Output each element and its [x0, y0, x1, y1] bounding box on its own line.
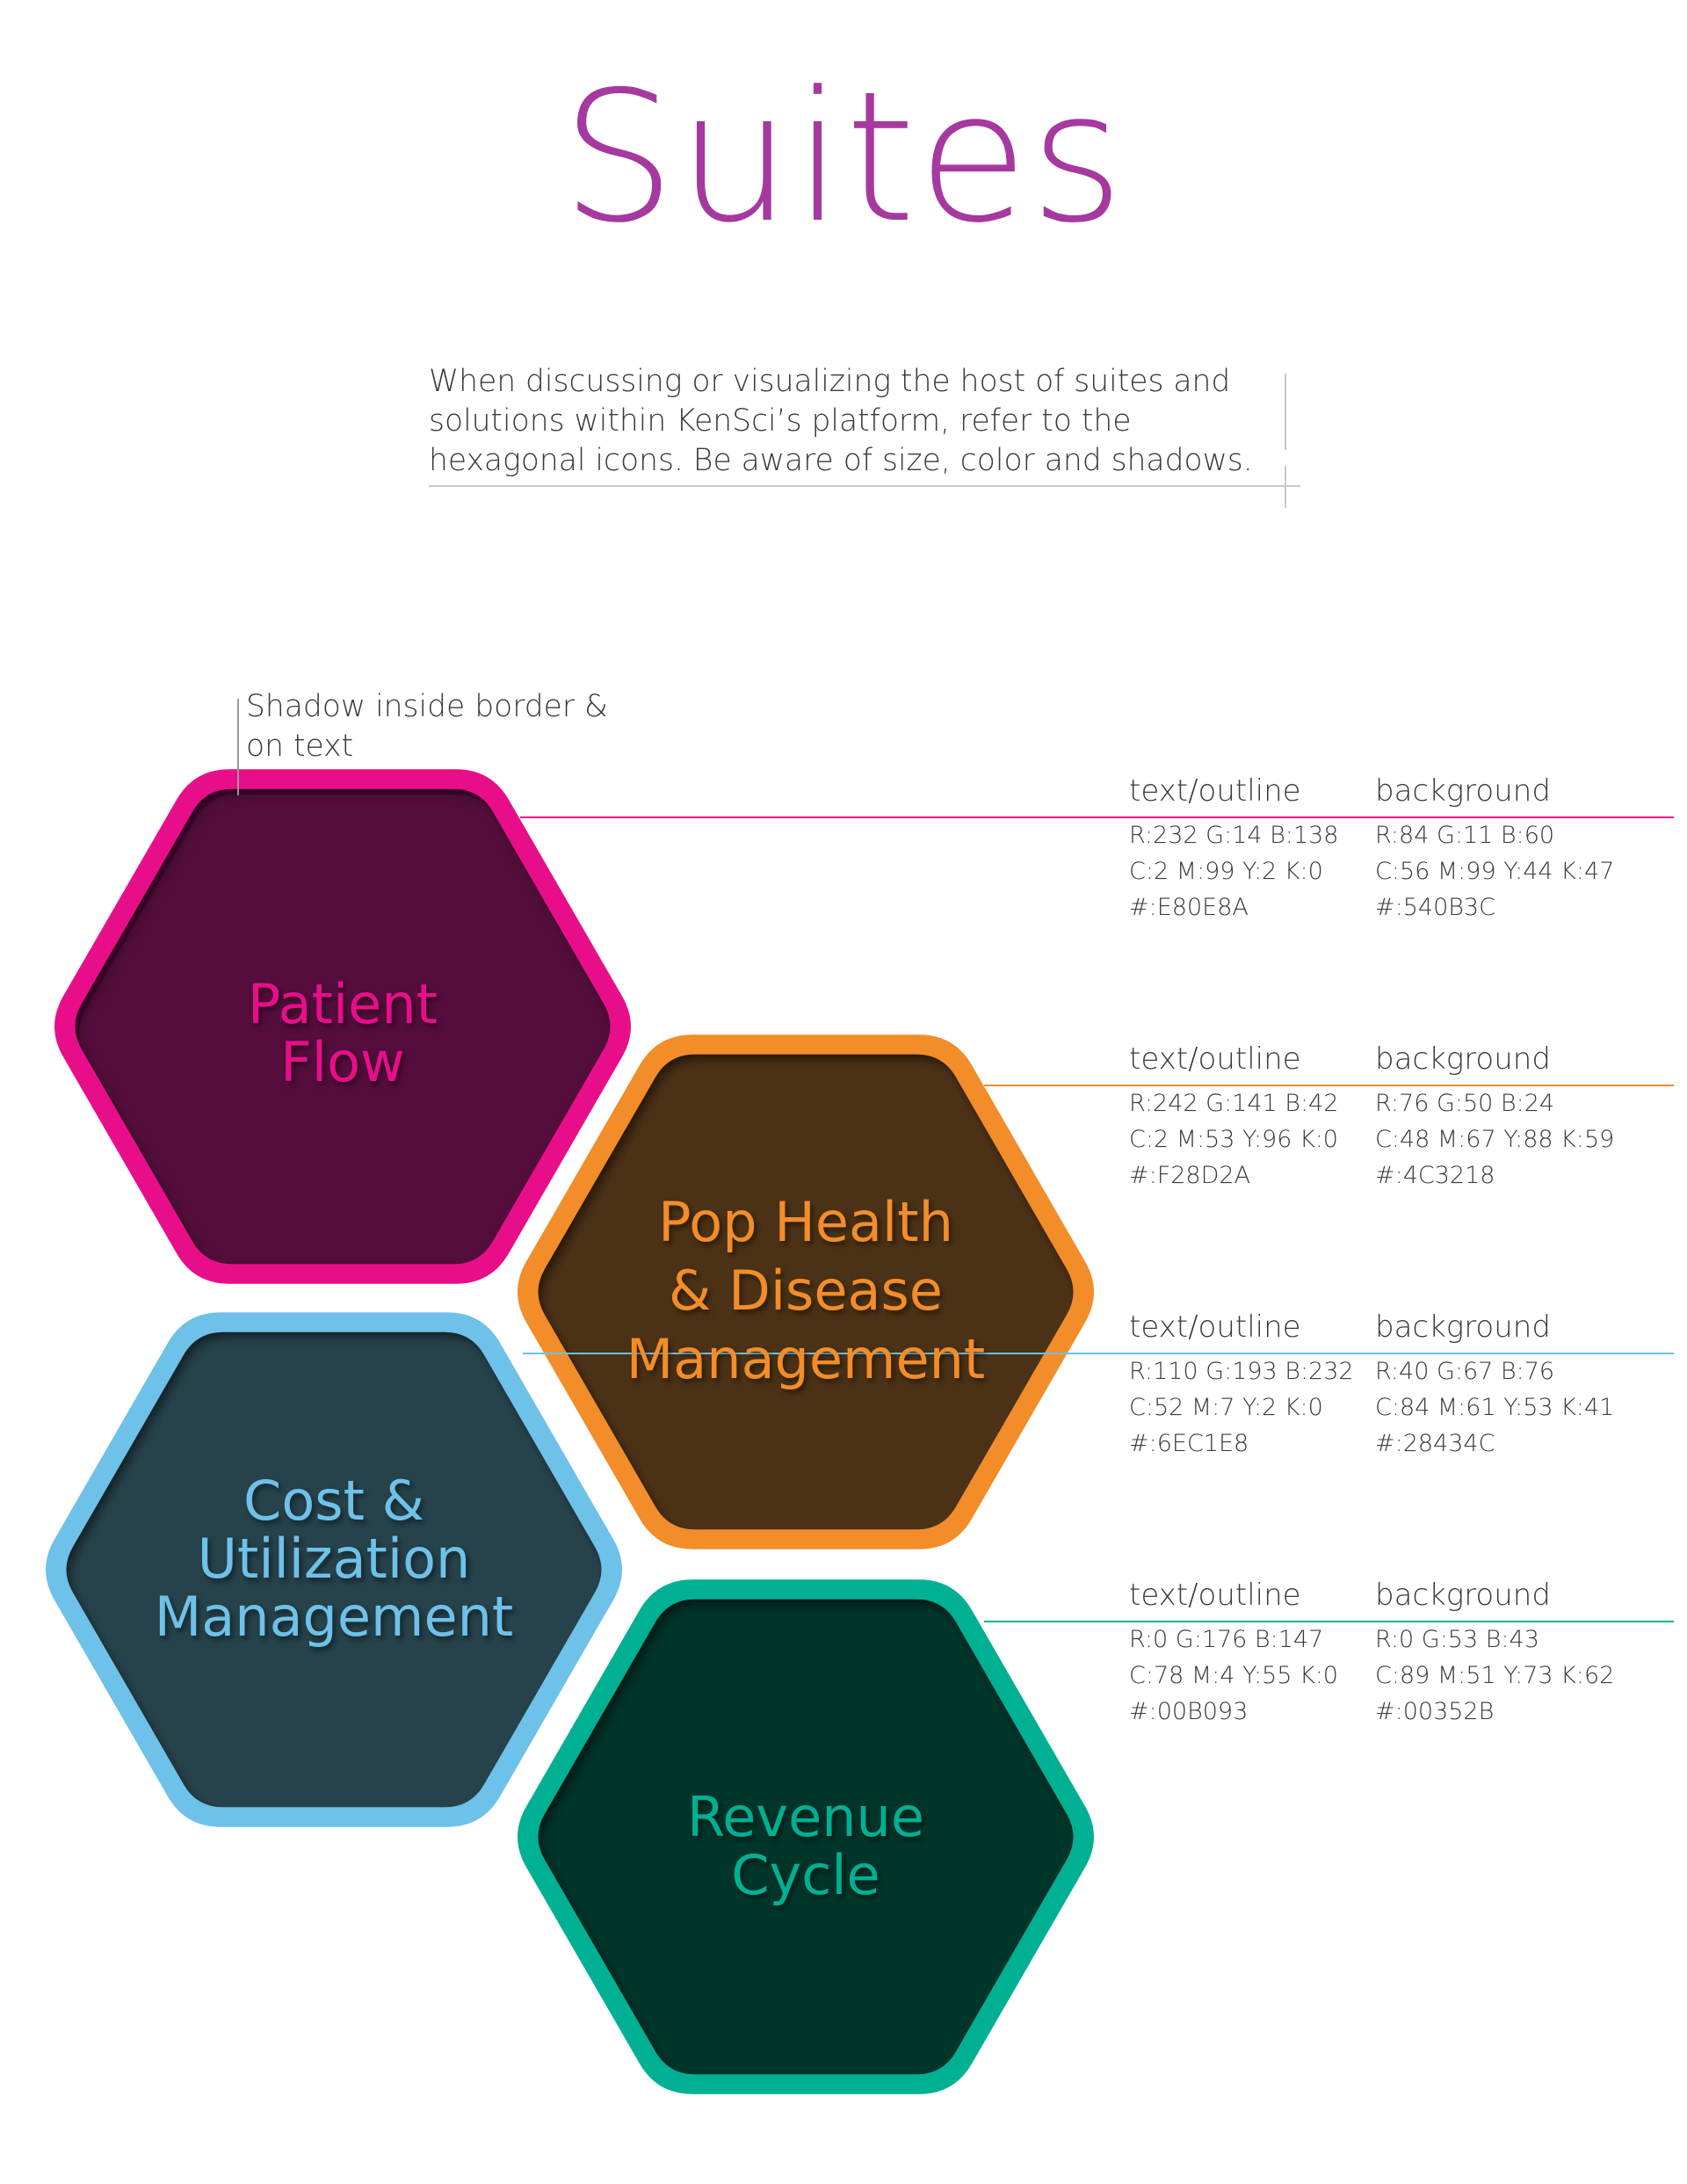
- color-value: C:52 M:7 Y:2 K:0: [1129, 1394, 1323, 1421]
- color-value: #:E80E8A: [1129, 894, 1249, 921]
- text-outline-heading: text/outline: [1129, 773, 1301, 809]
- color-value: C:78 M:4 Y:55 K:0: [1129, 1662, 1338, 1689]
- color-value: C:48 M:67 Y:88 K:59: [1375, 1126, 1615, 1153]
- color-value: R:242 G:141 B:42: [1129, 1090, 1339, 1117]
- shadow-callout: Shadow inside border & on text: [246, 687, 608, 766]
- hex-fill-cost-utilization: [66, 1331, 602, 1808]
- hex-label-line: Cycle: [731, 1843, 880, 1907]
- background-heading: background: [1375, 1310, 1551, 1345]
- color-value: R:76 G:50 B:24: [1375, 1090, 1555, 1117]
- color-value: C:84 M:61 Y:53 K:41: [1375, 1394, 1615, 1421]
- page-title: Suites: [561, 54, 1126, 263]
- color-value: #:28434C: [1375, 1430, 1495, 1457]
- background-heading: background: [1375, 1041, 1551, 1077]
- hex-label-line: Cost &: [243, 1469, 424, 1533]
- color-value: C:2 M:99 Y:2 K:0: [1129, 858, 1323, 885]
- hex-label-line: Patient: [248, 972, 438, 1036]
- color-value: #:6EC1E8: [1129, 1430, 1249, 1457]
- text-outline-heading: text/outline: [1129, 1041, 1301, 1077]
- hex-label-line: & Disease: [669, 1259, 943, 1323]
- color-value: #:00B093: [1129, 1698, 1249, 1725]
- hex-fill-pop-health: [538, 1054, 1074, 1530]
- color-value: R:0 G:53 B:43: [1375, 1626, 1539, 1653]
- color-value: #:4C3218: [1375, 1162, 1495, 1189]
- hex-label-line: Management: [154, 1585, 514, 1649]
- color-value: R:40 G:67 B:76: [1375, 1358, 1555, 1385]
- color-value: #:F28D2A: [1129, 1162, 1251, 1189]
- color-value: R:232 G:14 B:138: [1129, 822, 1339, 849]
- color-value: R:0 G:176 B:147: [1129, 1626, 1324, 1653]
- hex-label-line: Flow: [280, 1030, 405, 1094]
- text-outline-heading: text/outline: [1129, 1578, 1301, 1613]
- hex-label-line: Revenue: [686, 1785, 924, 1849]
- background-heading: background: [1375, 1578, 1551, 1613]
- color-value: C:89 M:51 Y:73 K:62: [1375, 1662, 1615, 1689]
- callout-line-2: on text: [246, 729, 354, 764]
- color-value: R:110 G:193 B:232: [1129, 1358, 1354, 1385]
- hex-fill-revenue-cycle: [538, 1599, 1074, 2075]
- hex-label-line: Pop Health: [658, 1190, 953, 1254]
- callout-line-1: Shadow inside border &: [246, 689, 608, 724]
- text-outline-heading: text/outline: [1129, 1310, 1301, 1345]
- hex-label-line: Utilization: [197, 1527, 471, 1591]
- color-value: #:00352B: [1375, 1698, 1495, 1725]
- color-value: #:540B3C: [1375, 894, 1495, 921]
- color-value: C:2 M:53 Y:96 K:0: [1129, 1126, 1338, 1153]
- color-value: C:56 M:99 Y:44 K:47: [1375, 858, 1615, 885]
- background-heading: background: [1375, 773, 1551, 809]
- hex-label-line: Management: [626, 1327, 986, 1391]
- intro-paragraph: When discussing or visualizing the host …: [429, 364, 1253, 478]
- hex-fill-patient-flow: [75, 788, 611, 1265]
- color-value: R:84 G:11 B:60: [1375, 822, 1555, 849]
